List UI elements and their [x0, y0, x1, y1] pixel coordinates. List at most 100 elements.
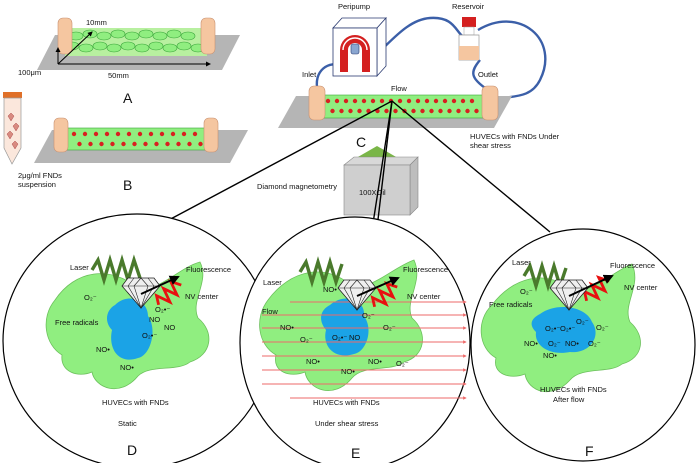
panel-c-fnd-dot — [469, 98, 475, 104]
channel-b — [65, 127, 209, 151]
panel-b-fnd-dot — [176, 141, 181, 147]
laser-label-d: Laser — [70, 263, 89, 272]
outlet-port-a — [200, 17, 216, 55]
inlet-port-a — [57, 17, 73, 55]
reservoir-label: Reservoir — [452, 2, 485, 11]
panel-letter-d: D — [127, 442, 137, 458]
flow-label: Flow — [391, 84, 407, 93]
inlet-label: Inlet — [302, 70, 317, 79]
nv-label-d: NV center — [185, 292, 219, 301]
ion-f-5: O₂⁻ — [596, 323, 609, 332]
panel-letter-c: C — [356, 134, 366, 150]
panel-b-fnd-dot — [104, 131, 110, 137]
caption-d-2: Static — [118, 419, 137, 428]
panel-b-fnd-dot — [143, 141, 148, 147]
laser-label-f: Laser — [512, 258, 531, 267]
ion-f-4: O₂⁻ — [576, 317, 589, 326]
caption-e-2: Under shear stress — [315, 419, 379, 428]
suspension-line1: 2μg/ml FNDs — [18, 171, 62, 180]
outlet-label: Outlet — [478, 70, 499, 79]
ion-e-9: NO• — [341, 367, 355, 376]
ion-d-6: NO• — [96, 345, 110, 354]
channel-c — [314, 94, 491, 119]
peripump — [332, 16, 387, 78]
ion-e-8: NO• — [306, 357, 320, 366]
panel-c-fnd-dot — [357, 108, 362, 114]
panel-b-fnd-dot — [82, 131, 88, 137]
panel-c-fnd-dot — [420, 108, 425, 114]
fnd-dots-b — [71, 131, 203, 147]
panel-c-fnd-dot — [348, 108, 353, 114]
suspension-line2: suspension — [18, 180, 56, 189]
panel-b-fnd-dot — [121, 141, 126, 147]
panel-c-fnd-dot — [424, 98, 430, 104]
panel-c-fnd-dot — [379, 98, 385, 104]
panel-f: Laser Fluorescence NV center Free radica… — [470, 228, 696, 462]
panel-c-fnd-dot — [393, 108, 398, 114]
ion-e-2: O₂⁻ — [362, 311, 375, 320]
free-radicals-label-f: Free radicals — [489, 300, 533, 309]
outlet-tube — [477, 20, 547, 102]
ion-d-4: O₂•⁻ — [142, 331, 157, 340]
panel-b-fnd-dot — [71, 131, 77, 137]
ion-d-7: NO• — [120, 363, 134, 372]
fnd-dots-c — [325, 98, 479, 114]
panel-b-fnd-dot — [126, 131, 132, 137]
panel-c-fnd-dot — [442, 98, 448, 104]
width-label: 10mm — [86, 18, 107, 27]
flow-label-e: Flow — [262, 307, 278, 316]
laser-label-e: Laser — [263, 278, 282, 287]
ion-d-1: O₂⁻ — [84, 293, 97, 302]
panel-c-fnd-dot — [352, 98, 358, 104]
panel-a: 10mm 100μm 50mm A — [18, 17, 240, 106]
panel-c-fnd-dot — [429, 108, 434, 114]
panel-b-fnd-dot — [115, 131, 121, 137]
peripump-label: Peripump — [338, 2, 370, 11]
panel-letter-a: A — [123, 90, 133, 106]
reservoir — [458, 17, 480, 61]
caption-d-1: HUVECs with FNDs — [102, 398, 169, 407]
nucleus-d — [106, 298, 153, 360]
objective-label: 100XOil — [359, 188, 386, 197]
nv-label-f: NV center — [624, 283, 658, 292]
tube-diamonds — [6, 112, 20, 150]
fluorescence-label-d: Fluorescence — [186, 265, 231, 274]
ion-f-3: O₂•⁻ — [560, 324, 575, 333]
outlet-port-c — [481, 85, 499, 121]
laser-wave-d — [90, 254, 142, 286]
panel-b-fnd-dot — [99, 141, 104, 147]
panel-c-fnd-dot — [330, 108, 335, 114]
panel-b-fnd-dot — [198, 141, 203, 147]
length-label: 50mm — [108, 71, 129, 80]
objective-box — [343, 164, 411, 216]
caption-e-1: HUVECs with FNDs — [313, 398, 380, 407]
ion-f-10: NO• — [543, 351, 557, 360]
ion-f-8: NO• — [565, 339, 579, 348]
panel-c-fnd-dot — [474, 108, 479, 114]
laser-wave-e — [298, 256, 344, 288]
panel-c-fnd-dot — [433, 98, 439, 104]
panel-b-fnd-dot — [192, 131, 198, 137]
width-arrow — [57, 31, 93, 65]
inlet-port-b — [53, 117, 69, 153]
panel-c-fnd-dot — [339, 108, 344, 114]
panel-c-fnd-dot — [397, 98, 403, 104]
panel-b-fnd-dot — [110, 141, 115, 147]
panel-c-fnd-dot — [451, 98, 457, 104]
free-radicals-label-d: Free radicals — [55, 318, 99, 327]
panel-b-fnd-dot — [181, 131, 187, 137]
panel-c-fnd-dot — [460, 98, 466, 104]
panel-b-fnd-dot — [170, 131, 176, 137]
panel-c-fnd-dot — [361, 98, 367, 104]
ion-e-1: NO• — [323, 285, 337, 294]
flow-arrows-e — [262, 300, 467, 400]
ion-d-3: NO — [149, 315, 160, 324]
panel-c-fnd-dot — [456, 108, 461, 114]
panel-c-fnd-dot — [370, 98, 376, 104]
inlet-port-c — [308, 85, 326, 121]
ion-f-1: O₂⁻ — [520, 287, 533, 296]
panel-c-fnd-dot — [465, 108, 470, 114]
panel-c-fnd-dot — [415, 98, 421, 104]
ion-e-10: NO• — [368, 357, 382, 366]
